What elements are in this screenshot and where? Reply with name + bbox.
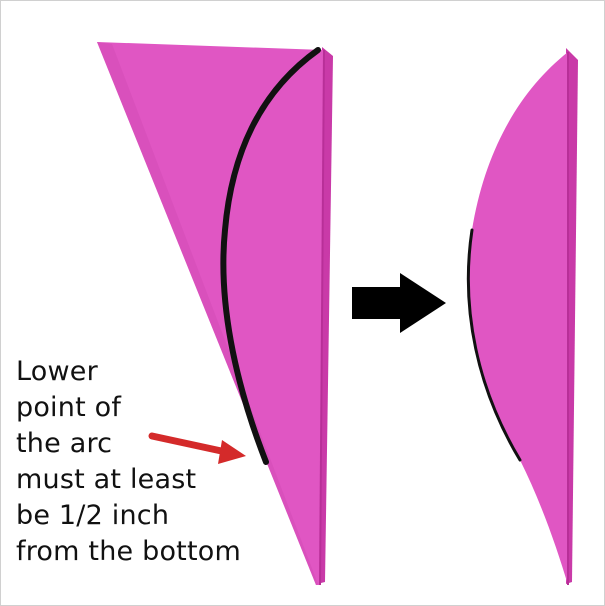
cut-line-arc [220,47,321,465]
caption-line: must at least [16,464,197,495]
caption-line: the arc [16,428,113,459]
folded-paper-right-edge [319,49,325,586]
red-pointer-arrow-icon [148,432,246,464]
instruction-caption: Lower point of the arc must at least be … [16,354,306,570]
folded-paper-cone [97,42,333,586]
caption-line: be 1/2 inch [16,500,170,531]
caption-line: Lower [16,356,98,387]
caption-line: from the bottom [16,536,241,567]
right-arrow-icon [352,273,446,333]
cut-paper-petal [466,48,578,585]
cut-paper-ink-edge [466,228,522,462]
cut-paper-face [468,52,568,585]
caption-line: point of [16,392,122,423]
